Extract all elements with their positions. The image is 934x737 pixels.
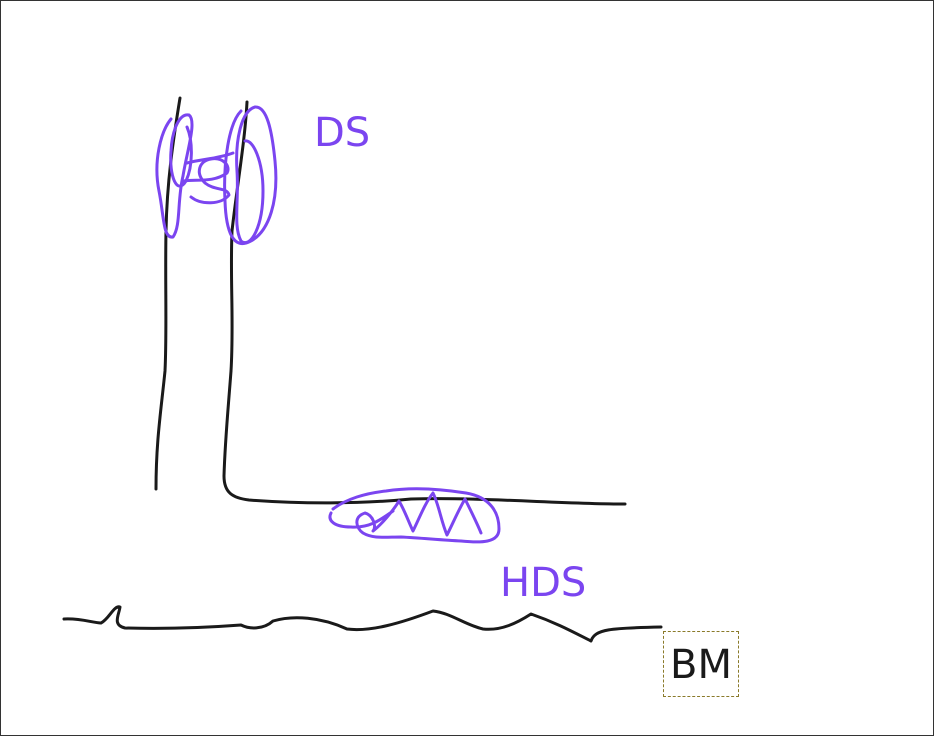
right-vertical-stroke — [222, 100, 627, 506]
hds-scribble — [328, 487, 501, 544]
ds-scribble-bridge — [181, 151, 235, 205]
bm-label[interactable]: BM — [663, 631, 739, 697]
baseline-stroke — [62, 605, 663, 643]
ds-scribble-left — [155, 113, 194, 239]
ds-label: DS — [314, 110, 371, 156]
left-vertical-stroke — [154, 96, 182, 491]
ds-scribble-right — [223, 105, 278, 245]
hds-label: HDS — [500, 560, 587, 606]
